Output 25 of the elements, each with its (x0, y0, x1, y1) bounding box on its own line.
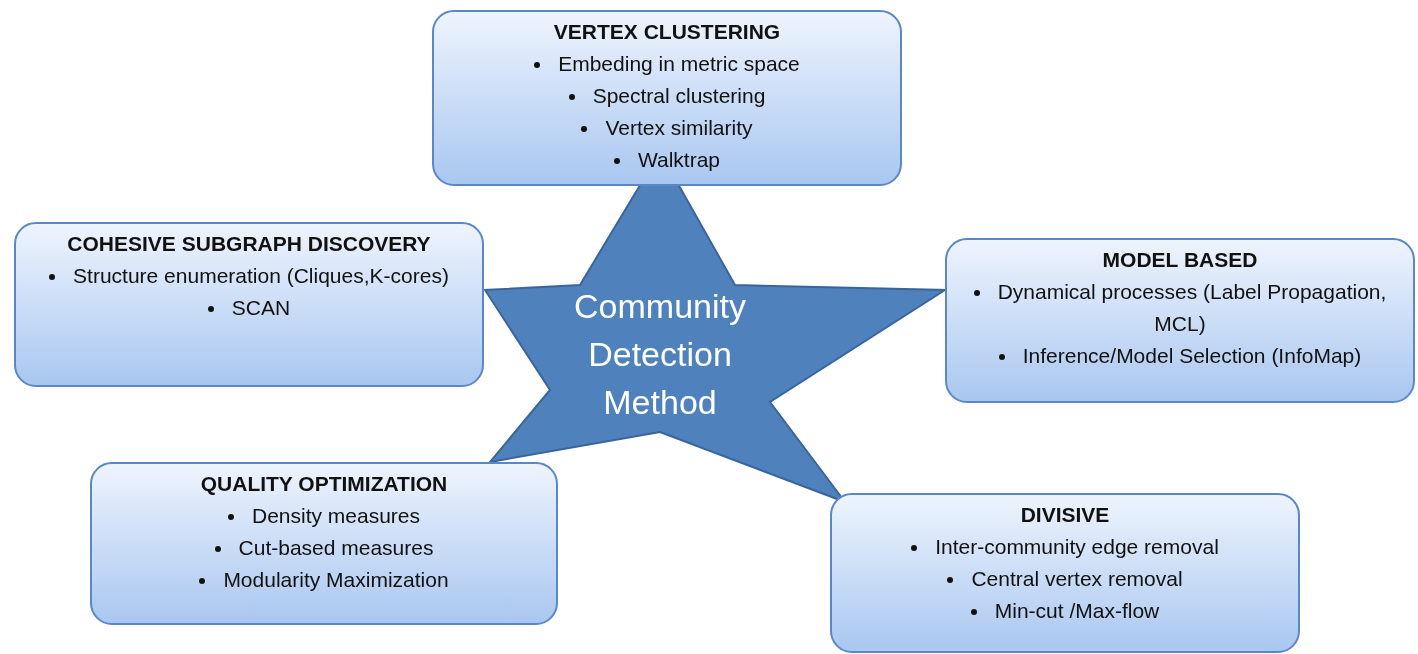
bullet-item: Spectral clustering (592, 84, 766, 107)
category-box (14, 222, 484, 387)
category-box (432, 10, 902, 186)
category-box (830, 493, 1300, 653)
bullet-item: Cut-based measures (238, 536, 434, 559)
bullet-item: Min-cut /Max-flow (994, 599, 1160, 622)
category-box (945, 238, 1415, 403)
box-heading: DIVISIVE (1020, 503, 1110, 527)
box-heading: QUALITY OPTIMIZATION (200, 472, 448, 496)
bullet-item: Inference/Model Selection (InfoMap) (1022, 344, 1362, 367)
box-heading: MODEL BASED (1102, 248, 1258, 272)
box-heading: COHESIVE SUBGRAPH DISCOVERY (67, 232, 431, 256)
bullet-item: Central vertex removal (971, 567, 1183, 590)
bullet-item: Density measures (251, 504, 421, 527)
category-box (90, 462, 558, 625)
bullet-item: Structure enumeration (Cliques,K-cores) (73, 264, 449, 287)
bullet-item: Vertex similarity (605, 116, 753, 139)
star-label: Community Detection Method (573, 286, 747, 423)
bullet-item: Embeding in metric space (558, 52, 800, 75)
bullet-item: Modularity Maximization (223, 568, 449, 591)
bullet-item: Walktrap (637, 148, 721, 171)
bullet-item: Dynamical processes (Label Propagation, MCL) (997, 280, 1387, 335)
bullet-item: Inter-community edge removal (935, 535, 1219, 558)
bullet-item: SCAN (231, 296, 291, 319)
box-heading: VERTEX CLUSTERING (553, 20, 781, 44)
